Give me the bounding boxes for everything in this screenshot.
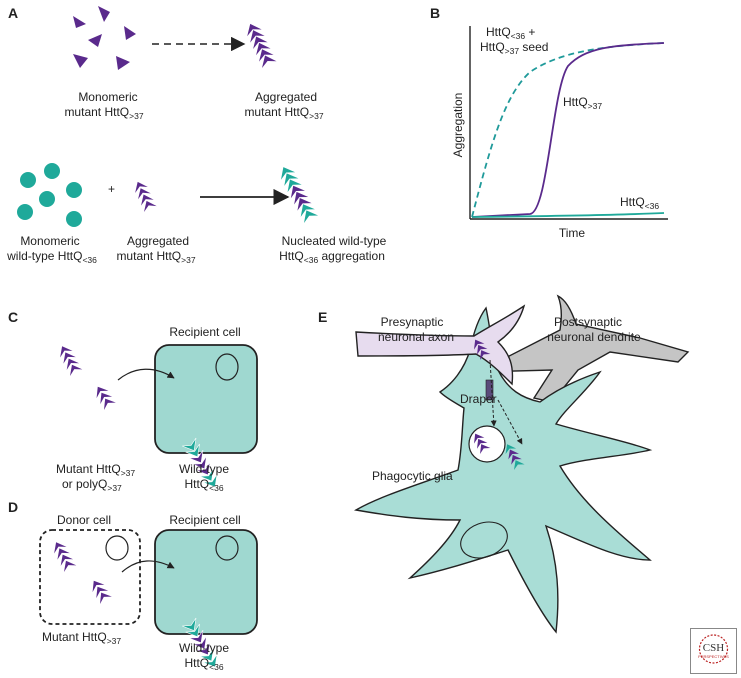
- panel-e-letter: E: [318, 309, 327, 325]
- nucleated-label-1: Nucleated wild-type: [282, 234, 387, 248]
- aggregated-mutant-bottom-label-1: Aggregated: [127, 234, 189, 248]
- d-donor-cell: [39, 529, 141, 625]
- b-seed-label-2: HttQ>37 seed: [480, 40, 548, 56]
- d-donor-nucleus: [105, 535, 129, 561]
- draper-label: Draper: [460, 392, 497, 406]
- b-mid-label: HttQ>37: [563, 95, 602, 111]
- nucleated-aggregate-icon: [280, 167, 319, 223]
- c-recipient-label: Recipient cell: [169, 325, 240, 339]
- d-mutant-icon-2: [92, 580, 112, 604]
- d-mutant-icon-1: [54, 542, 77, 572]
- monomeric-mutant-label-1: Monomeric: [78, 90, 137, 104]
- d-transfer-arrow: [121, 560, 175, 573]
- presynaptic-label-1: Presynaptic: [381, 315, 444, 329]
- logo-text-2: PERSPECTIVES: [698, 654, 729, 659]
- d-seeded-aggregate-icon: [182, 617, 218, 668]
- nucleated-label-2: HttQ<36 aggregation: [279, 249, 385, 265]
- panel-a-letter: A: [8, 5, 18, 21]
- c-nucleus: [215, 353, 239, 381]
- monomeric-mutant-label-2: mutant HttQ>37: [64, 105, 143, 121]
- postsynaptic-dendrite: [477, 294, 690, 403]
- d-recipient-label: Recipient cell: [169, 513, 240, 527]
- draper-receptor: [485, 379, 494, 401]
- d-recipient-cell: [154, 529, 258, 635]
- c-wildtype-label-1: Wild-type: [179, 462, 229, 476]
- presynaptic-axon: [355, 304, 526, 386]
- aggregated-mutant-bottom-icon: [135, 181, 157, 212]
- c-wildtype-label-2: HttQ<36: [184, 477, 223, 493]
- c-mutant-icon-1: [60, 346, 83, 376]
- phagosome: [468, 425, 506, 463]
- d-wildtype-label-1: Wild-type: [179, 641, 229, 655]
- csh-logo-icon: CSH PERSPECTIVES: [698, 634, 729, 664]
- d-donor-label: Donor cell: [57, 513, 111, 527]
- glia-nucleus: [460, 521, 508, 559]
- presynaptic-label-2: neuronal axon: [378, 330, 454, 344]
- c-recipient-cell: [154, 344, 258, 454]
- c-mutant-label-2: or polyQ>37: [62, 477, 122, 493]
- panel-d-letter: D: [8, 499, 18, 515]
- phagosome-aggregate-icon: [474, 433, 491, 454]
- logo-text-1: CSH: [703, 642, 724, 654]
- axon-aggregate-icon: [474, 339, 491, 360]
- release-arrow: [497, 399, 523, 445]
- b-ylabel: Aggregation: [451, 93, 465, 158]
- panel-c-letter: C: [8, 309, 18, 325]
- glia-mixed-aggregate-icon: [505, 444, 525, 470]
- engulf-arrow: [489, 359, 497, 427]
- d-recipient-nucleus: [215, 535, 239, 561]
- b-xlabel: Time: [559, 226, 586, 240]
- postsynaptic-label-1: Postsynaptic: [554, 315, 622, 329]
- monomeric-wt-label-2: wild-type HttQ<36: [6, 249, 97, 265]
- curve-httq37: [471, 42, 665, 218]
- postsynaptic-label-2: neuronal dendrite: [547, 330, 641, 344]
- monomeric-mutant-triangles: [73, 6, 136, 70]
- monomeric-wt-label-1: Monomeric: [20, 234, 79, 248]
- c-mutant-label-1: Mutant HttQ>37: [56, 462, 135, 478]
- b-seed-label-1: HttQ<36 +: [486, 25, 535, 41]
- plus-sign: +: [108, 182, 115, 196]
- c-seeded-aggregate-icon: [182, 437, 218, 488]
- b-low-label: HttQ<36: [620, 195, 659, 211]
- curve-httq36: [471, 212, 665, 218]
- d-mutant-label: Mutant HttQ>37: [42, 630, 121, 646]
- csh-logo: CSH PERSPECTIVES: [690, 628, 737, 674]
- aggregated-mutant-top-label-2: mutant HttQ>37: [244, 105, 323, 121]
- panel-b-letter: B: [430, 5, 440, 21]
- phagocytic-glia: [353, 306, 653, 634]
- aggregated-mutant-top-icon: [247, 23, 277, 68]
- aggregated-mutant-top-label-1: Aggregated: [255, 90, 317, 104]
- curve-seeded: [471, 42, 665, 218]
- c-mutant-icon-2: [96, 386, 116, 410]
- glia-label: Phagocytic glia: [372, 469, 453, 483]
- d-wildtype-label-2: HttQ<36: [184, 656, 223, 672]
- c-transfer-arrow: [117, 368, 175, 381]
- monomeric-wt-dots: [17, 163, 82, 227]
- aggregated-mutant-bottom-label-2: mutant HttQ>37: [116, 249, 195, 265]
